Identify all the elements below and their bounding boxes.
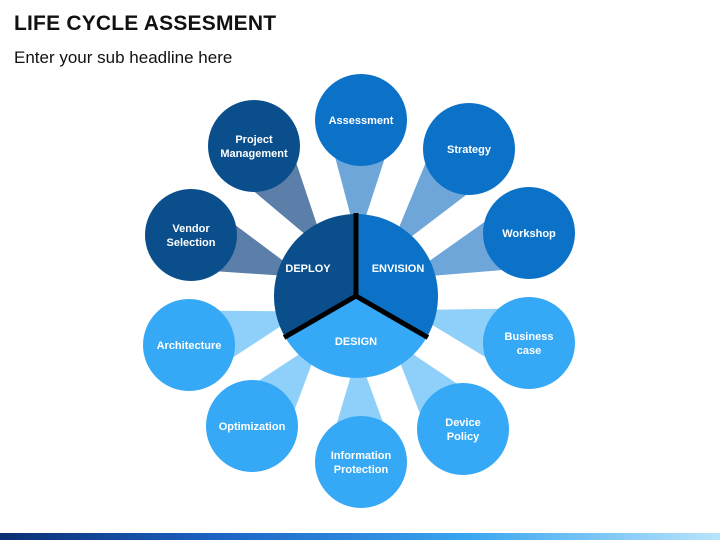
node-label-business-case: case <box>517 345 541 357</box>
node-label-information-protection: Protection <box>334 464 389 476</box>
node-circle-strategy <box>423 103 515 195</box>
center-wheel: DEPLOY ENVISION DESIGN <box>274 213 438 378</box>
node-circle-architecture <box>143 299 235 391</box>
node-label-information-protection: Information <box>331 450 392 462</box>
node-circle-project-management <box>208 100 300 192</box>
node-circle-vendor-selection <box>145 189 237 281</box>
node-strategy: Strategy <box>423 103 515 195</box>
node-label-business-case: Business <box>505 331 554 343</box>
node-assessment: Assessment <box>315 74 407 166</box>
node-circle-device-policy <box>417 383 509 475</box>
page-title: LIFE CYCLE ASSESMENT <box>14 12 277 35</box>
node-label-vendor-selection: Selection <box>167 237 216 249</box>
segment-label-envision: ENVISION <box>372 263 425 275</box>
node-architecture: Architecture <box>143 299 235 391</box>
node-optimization: Optimization <box>206 380 298 472</box>
node-business-case: Business case <box>483 297 575 389</box>
node-label-optimization: Optimization <box>219 421 286 433</box>
node-circle-assessment <box>315 74 407 166</box>
node-label-assessment: Assessment <box>329 115 394 127</box>
segment-divider-2 <box>354 293 430 340</box>
node-label-workshop: Workshop <box>502 228 556 240</box>
bottom-accent-bar <box>0 533 720 540</box>
node-label-vendor-selection: Vendor <box>172 223 210 235</box>
node-label-device-policy: Policy <box>447 431 480 443</box>
node-label-strategy: Strategy <box>447 144 492 156</box>
node-circle-information-protection <box>315 416 407 508</box>
node-circle-business-case <box>483 297 575 389</box>
node-label-architecture: Architecture <box>157 340 222 352</box>
segment-label-deploy: DEPLOY <box>285 263 331 275</box>
page-subtitle: Enter your sub headline here <box>14 48 233 67</box>
node-label-project-management: Project <box>235 134 273 146</box>
node-workshop: Workshop <box>483 187 575 279</box>
segment-divider-3 <box>282 293 358 340</box>
node-label-device-policy: Device <box>445 417 480 429</box>
node-circle-optimization <box>206 380 298 472</box>
node-label-project-management: Management <box>220 148 288 160</box>
node-circle-workshop <box>483 187 575 279</box>
segment-label-design: DESIGN <box>335 336 377 348</box>
